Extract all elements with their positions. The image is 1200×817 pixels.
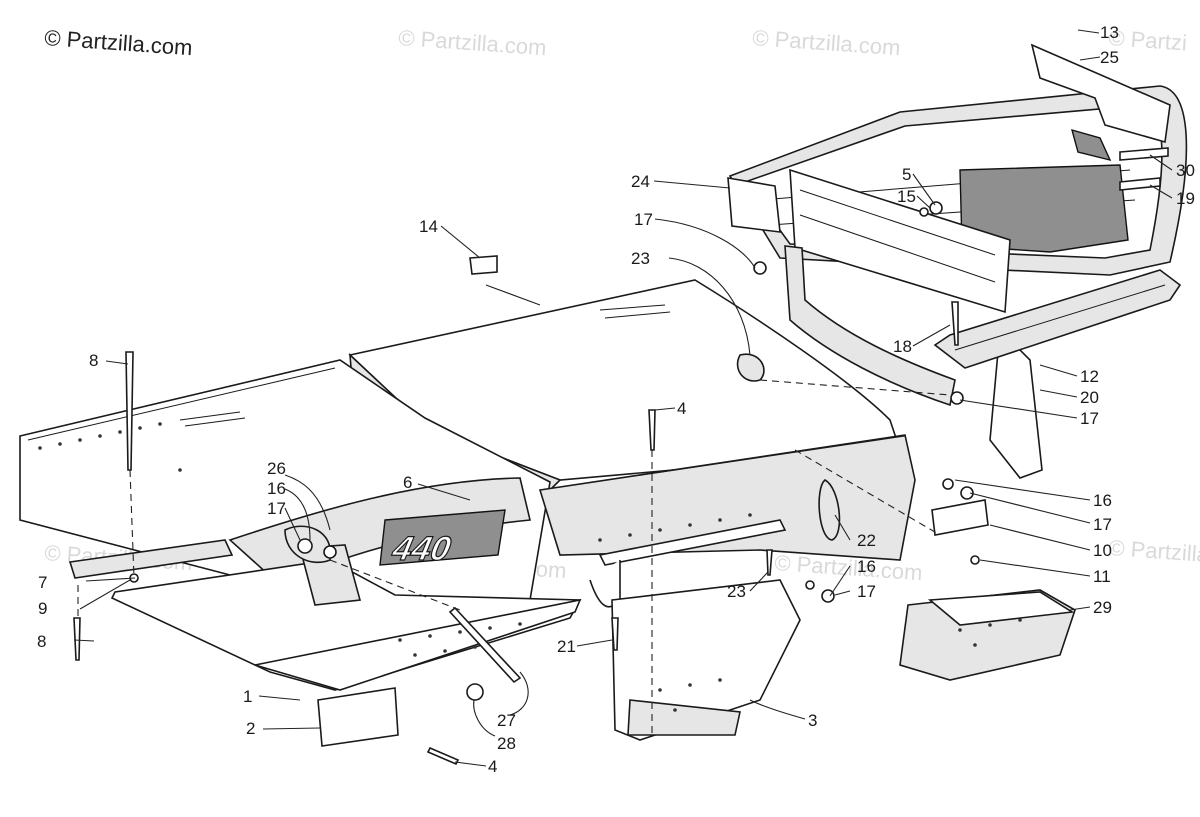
callout-20: 20 bbox=[1080, 388, 1099, 407]
assembly-lines bbox=[77, 379, 951, 735]
callout-3: 3 bbox=[808, 711, 817, 730]
rear-rack-assembly bbox=[727, 43, 1188, 479]
callout-17b: 17 bbox=[634, 210, 653, 229]
hardware bbox=[73, 147, 1169, 766]
callout-26: 26 bbox=[267, 459, 286, 478]
callout-5: 5 bbox=[902, 165, 911, 184]
callout-16b: 16 bbox=[1093, 491, 1112, 510]
callout-8a: 8 bbox=[89, 351, 98, 370]
callout-25: 25 bbox=[1100, 48, 1119, 67]
callout-8b: 8 bbox=[37, 632, 46, 651]
callout-23a: 23 bbox=[631, 249, 650, 268]
model-decal: 440 bbox=[388, 530, 454, 568]
callout-7: 7 bbox=[38, 573, 47, 592]
callout-27: 27 bbox=[497, 711, 516, 730]
callout-29: 29 bbox=[1093, 598, 1112, 617]
callout-13: 13 bbox=[1100, 23, 1119, 42]
callout-19: 19 bbox=[1176, 189, 1195, 208]
callout-9: 9 bbox=[38, 599, 47, 618]
callout-4a: 4 bbox=[677, 399, 686, 418]
callout-14: 14 bbox=[419, 217, 438, 236]
callout-12: 12 bbox=[1080, 367, 1099, 386]
callout-6: 6 bbox=[403, 473, 412, 492]
callout-18: 18 bbox=[893, 337, 912, 356]
callout-16a: 16 bbox=[267, 479, 286, 498]
callout-17a: 17 bbox=[267, 499, 286, 518]
callout-4b: 4 bbox=[488, 757, 497, 776]
watermark-faded-top: © Partzilla.com bbox=[398, 25, 548, 60]
callout-22: 22 bbox=[857, 531, 876, 550]
callout-10: 10 bbox=[1093, 541, 1112, 560]
callout-1: 1 bbox=[243, 687, 252, 706]
watermark-faded-edge: © Partzi bbox=[1108, 25, 1188, 55]
callout-11: 11 bbox=[1093, 567, 1111, 586]
callout-24: 24 bbox=[631, 172, 650, 191]
callouts: 1 2 3 4 4 5 6 7 8 8 9 10 11 12 13 14 15 … bbox=[37, 23, 1195, 776]
callout-17c: 17 bbox=[1080, 409, 1099, 428]
rivet-holes bbox=[38, 422, 1022, 712]
callout-2: 2 bbox=[246, 719, 255, 738]
callout-17e: 17 bbox=[857, 582, 876, 601]
callout-17d: 17 bbox=[1093, 515, 1112, 534]
watermark-faded-edge-lower: © Partzilla bbox=[1108, 535, 1200, 567]
callout-28: 28 bbox=[497, 734, 516, 753]
leader-lines bbox=[73, 29, 1173, 767]
tunnel-assembly: 440 bbox=[19, 279, 916, 691]
callout-30: 30 bbox=[1176, 161, 1195, 180]
watermark-main: © Partzilla.com bbox=[44, 25, 194, 60]
callout-21: 21 bbox=[557, 637, 576, 656]
callout-16c: 16 bbox=[857, 557, 876, 576]
callout-23b: 23 bbox=[727, 582, 746, 601]
watermark-faded-top-right: © Partzilla.com bbox=[752, 25, 902, 60]
callout-15: 15 bbox=[897, 187, 916, 206]
